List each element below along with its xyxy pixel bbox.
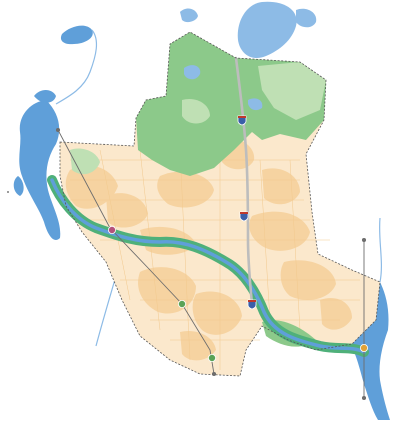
forest-light-mid [182, 98, 210, 124]
highway-north-south [234, 56, 254, 306]
highway-shields [237, 115, 257, 310]
transit-terminal-east-south [361, 395, 367, 401]
interstate-shield-south[interactable] [247, 299, 257, 310]
transit-line-diagonal [57, 129, 215, 375]
river-water [50, 178, 366, 354]
transit-terminal-east-north [361, 237, 367, 243]
lake-west-north [34, 90, 56, 103]
stream-northwest [55, 29, 98, 105]
pond-north-forest [184, 65, 201, 80]
station-marker-purple[interactable] [108, 225, 117, 234]
transit-terminal-south [211, 371, 217, 377]
lake-top-right-arm [296, 8, 317, 28]
forest-light-west [70, 148, 100, 175]
lake-top-left [60, 25, 93, 45]
transit-lines [55, 127, 367, 401]
station-markers [108, 225, 368, 362]
river-corridor [47, 175, 369, 357]
station-marker-green-1[interactable] [177, 299, 186, 308]
station-marker-orange[interactable] [359, 343, 368, 352]
interstate-shield-north[interactable] [237, 115, 247, 126]
lake-top-right [237, 1, 297, 59]
bay-west-small [13, 176, 24, 196]
city-boundary [59, 31, 381, 377]
map-dot-west [7, 191, 9, 193]
transit-terminal-northwest [55, 127, 61, 133]
station-marker-green-2[interactable] [207, 353, 216, 362]
land-layer [60, 32, 380, 376]
interstate-shield-central[interactable] [239, 211, 249, 222]
forest-light-northeast [258, 62, 326, 120]
river-east-north [379, 217, 382, 283]
pond-top-center [180, 8, 198, 23]
river-east [348, 282, 390, 420]
highway-layer [234, 56, 254, 306]
pond-north-forest-2 [248, 98, 263, 111]
lake-west [19, 100, 61, 241]
